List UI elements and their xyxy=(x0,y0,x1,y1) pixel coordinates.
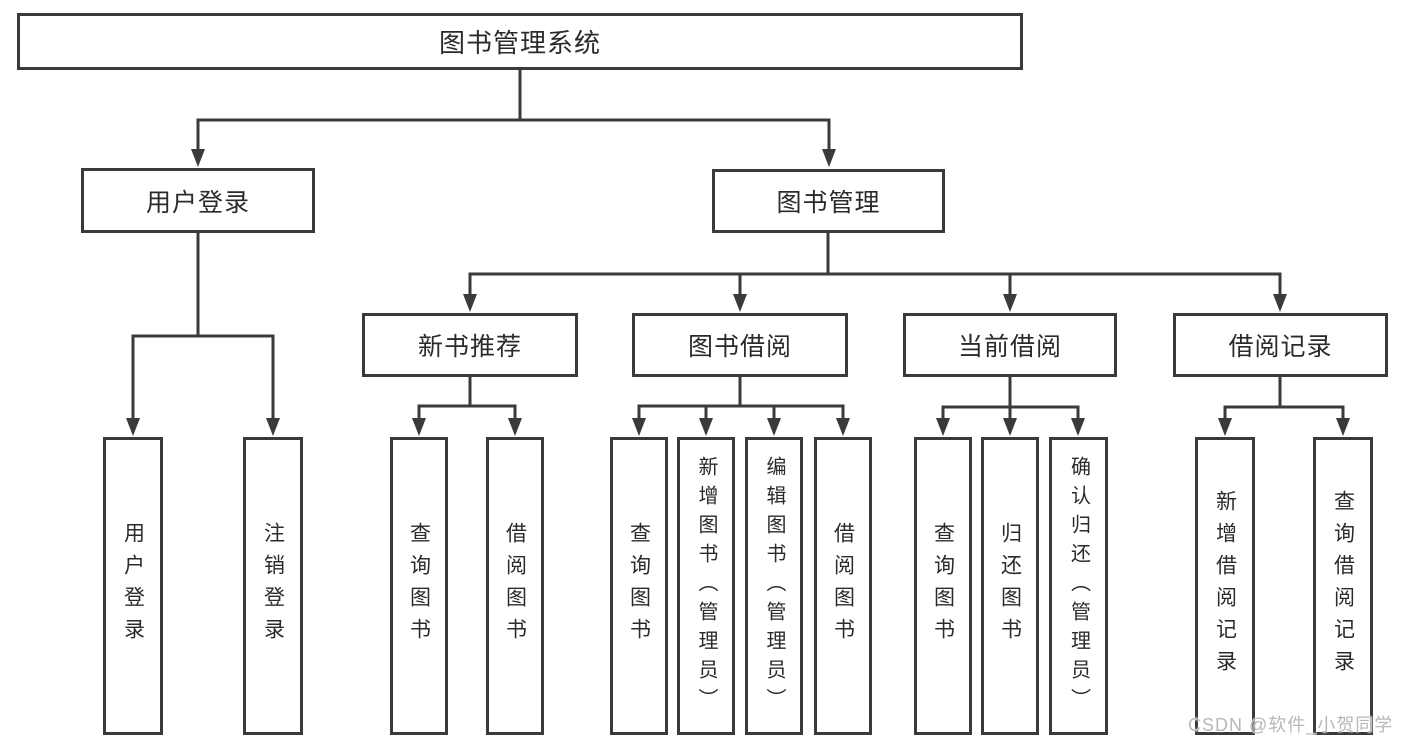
node-label: 查询图书 xyxy=(931,522,955,650)
leaf-logout: 注销登录 xyxy=(243,437,303,735)
node-user-login: 用户登录 xyxy=(81,168,315,233)
node-new-book-recommend: 新书推荐 xyxy=(362,313,578,377)
leaf-borrow-books-recommend: 借阅图书 xyxy=(486,437,544,735)
leaf-query-books-recommend: 查询图书 xyxy=(390,437,448,735)
node-label: 新增图书（管理员） xyxy=(695,455,717,717)
node-label: 用户登录 xyxy=(121,522,145,650)
node-label: 借阅图书 xyxy=(831,522,855,650)
node-label: 用户登录 xyxy=(145,188,250,217)
node-label: 新书推荐 xyxy=(417,333,522,361)
node-label: 当前借阅 xyxy=(957,333,1062,361)
node-label: 查询图书 xyxy=(407,522,431,650)
node-label: 图书借阅 xyxy=(687,333,792,361)
node-book-borrowing: 图书借阅 xyxy=(632,313,848,377)
node-label: 图书管理 xyxy=(776,189,881,217)
node-label: 归还图书 xyxy=(998,522,1022,650)
leaf-query-borrow-record: 查询借阅记录 xyxy=(1313,437,1373,735)
node-label: 注销登录 xyxy=(261,522,285,650)
node-label: 借阅记录 xyxy=(1228,333,1333,361)
leaf-query-books-current: 查询图书 xyxy=(914,437,972,735)
node-library-management-system: 图书管理系统 xyxy=(17,13,1023,70)
leaf-borrow-books: 借阅图书 xyxy=(814,437,872,735)
leaf-return-books: 归还图书 xyxy=(981,437,1039,735)
node-label: 编辑图书（管理员） xyxy=(763,455,785,717)
node-label: 借阅图书 xyxy=(503,522,527,650)
node-book-management: 图书管理 xyxy=(712,169,945,233)
node-label: 新增借阅记录 xyxy=(1213,490,1237,682)
leaf-confirm-return-admin: 确认归还（管理员） xyxy=(1049,437,1108,735)
node-label: 确认归还（管理员） xyxy=(1067,455,1090,717)
leaf-user-login: 用户登录 xyxy=(103,437,163,735)
leaf-add-borrow-record: 新增借阅记录 xyxy=(1195,437,1255,735)
node-borrowing-records: 借阅记录 xyxy=(1173,313,1388,377)
leaf-add-books-admin: 新增图书（管理员） xyxy=(677,437,735,735)
node-label: 查询图书 xyxy=(627,522,651,650)
node-label: 查询借阅记录 xyxy=(1331,490,1355,682)
csdn-watermark: CSDN @软件_小贺同学 xyxy=(1188,715,1394,735)
node-current-borrowing: 当前借阅 xyxy=(903,313,1117,377)
leaf-edit-books-admin: 编辑图书（管理员） xyxy=(745,437,803,735)
node-label: 图书管理系统 xyxy=(438,28,601,58)
leaf-query-books-borrowing: 查询图书 xyxy=(610,437,668,735)
